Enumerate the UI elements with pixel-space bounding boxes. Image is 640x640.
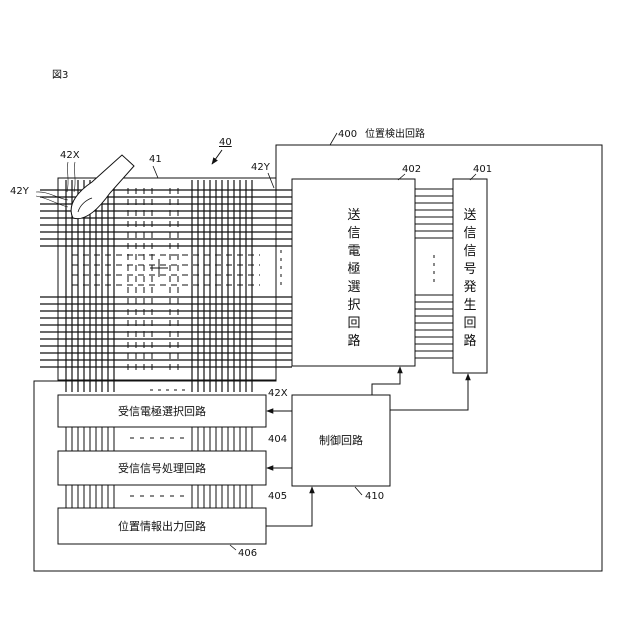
arrow-control-to-tx-select <box>372 367 400 395</box>
label-42y-right: 42Y <box>251 162 271 173</box>
tx-gen-char-7: 路 <box>463 333 476 349</box>
label-42x-top: 42X <box>60 150 80 161</box>
tx-select-char-2: 電 <box>347 244 360 259</box>
position-circuit-title: 位置検出回路 <box>365 127 425 140</box>
tx-select-char-4: 選 <box>347 280 360 295</box>
tx-gen-char-2: 信 <box>463 244 476 259</box>
label-401: 401 <box>473 164 492 175</box>
leader-42y-right <box>268 173 274 188</box>
leader-41 <box>153 166 158 178</box>
tx-gen-char-3: 号 <box>463 262 476 277</box>
label-40: 40 <box>219 137 232 148</box>
figure-label: 図3 <box>52 69 68 81</box>
tx-gen-char-6: 回 <box>463 316 476 331</box>
label-402: 402 <box>402 164 421 175</box>
leader-406 <box>230 545 236 550</box>
tx-gen-char-1: 信 <box>463 226 476 241</box>
tx-select-char-7: 路 <box>347 333 360 349</box>
rx-signal-proc-label: 受信信号処理回路 <box>118 462 206 475</box>
label-406: 406 <box>238 548 257 559</box>
rx-electrode-select-label: 受信電極選択回路 <box>118 404 206 418</box>
tx-select-char-0: 送 <box>347 208 360 223</box>
leader-410 <box>355 487 362 495</box>
leader-400 <box>330 133 337 145</box>
label-404: 404 <box>268 434 287 445</box>
leader-42y-left <box>36 192 68 207</box>
arrow-40 <box>212 150 222 164</box>
tx-select-char-6: 回 <box>347 316 360 331</box>
label-400: 400 <box>338 129 357 140</box>
label-405: 405 <box>268 491 287 502</box>
tx-select-char-5: 択 <box>347 298 360 313</box>
control-label: 制御回路 <box>319 433 363 447</box>
tx-gen-char-0: 送 <box>463 208 476 223</box>
label-41: 41 <box>149 154 162 165</box>
tx-select-char-3: 極 <box>347 261 360 277</box>
tx-gen-char-5: 生 <box>463 298 476 313</box>
arrow-control-to-tx-gen <box>390 374 468 410</box>
tx-gen-char-4: 発 <box>463 280 476 295</box>
position-output-label: 位置情報出力回路 <box>118 519 206 533</box>
leader-42x-top <box>67 162 75 192</box>
label-42y-left: 42Y <box>10 186 30 197</box>
tx-select-char-1: 信 <box>347 226 360 241</box>
label-42x-bottom: 42X <box>268 388 288 399</box>
tx-bus-lines-select-to-gen <box>415 189 453 358</box>
label-410: 410 <box>365 491 384 502</box>
